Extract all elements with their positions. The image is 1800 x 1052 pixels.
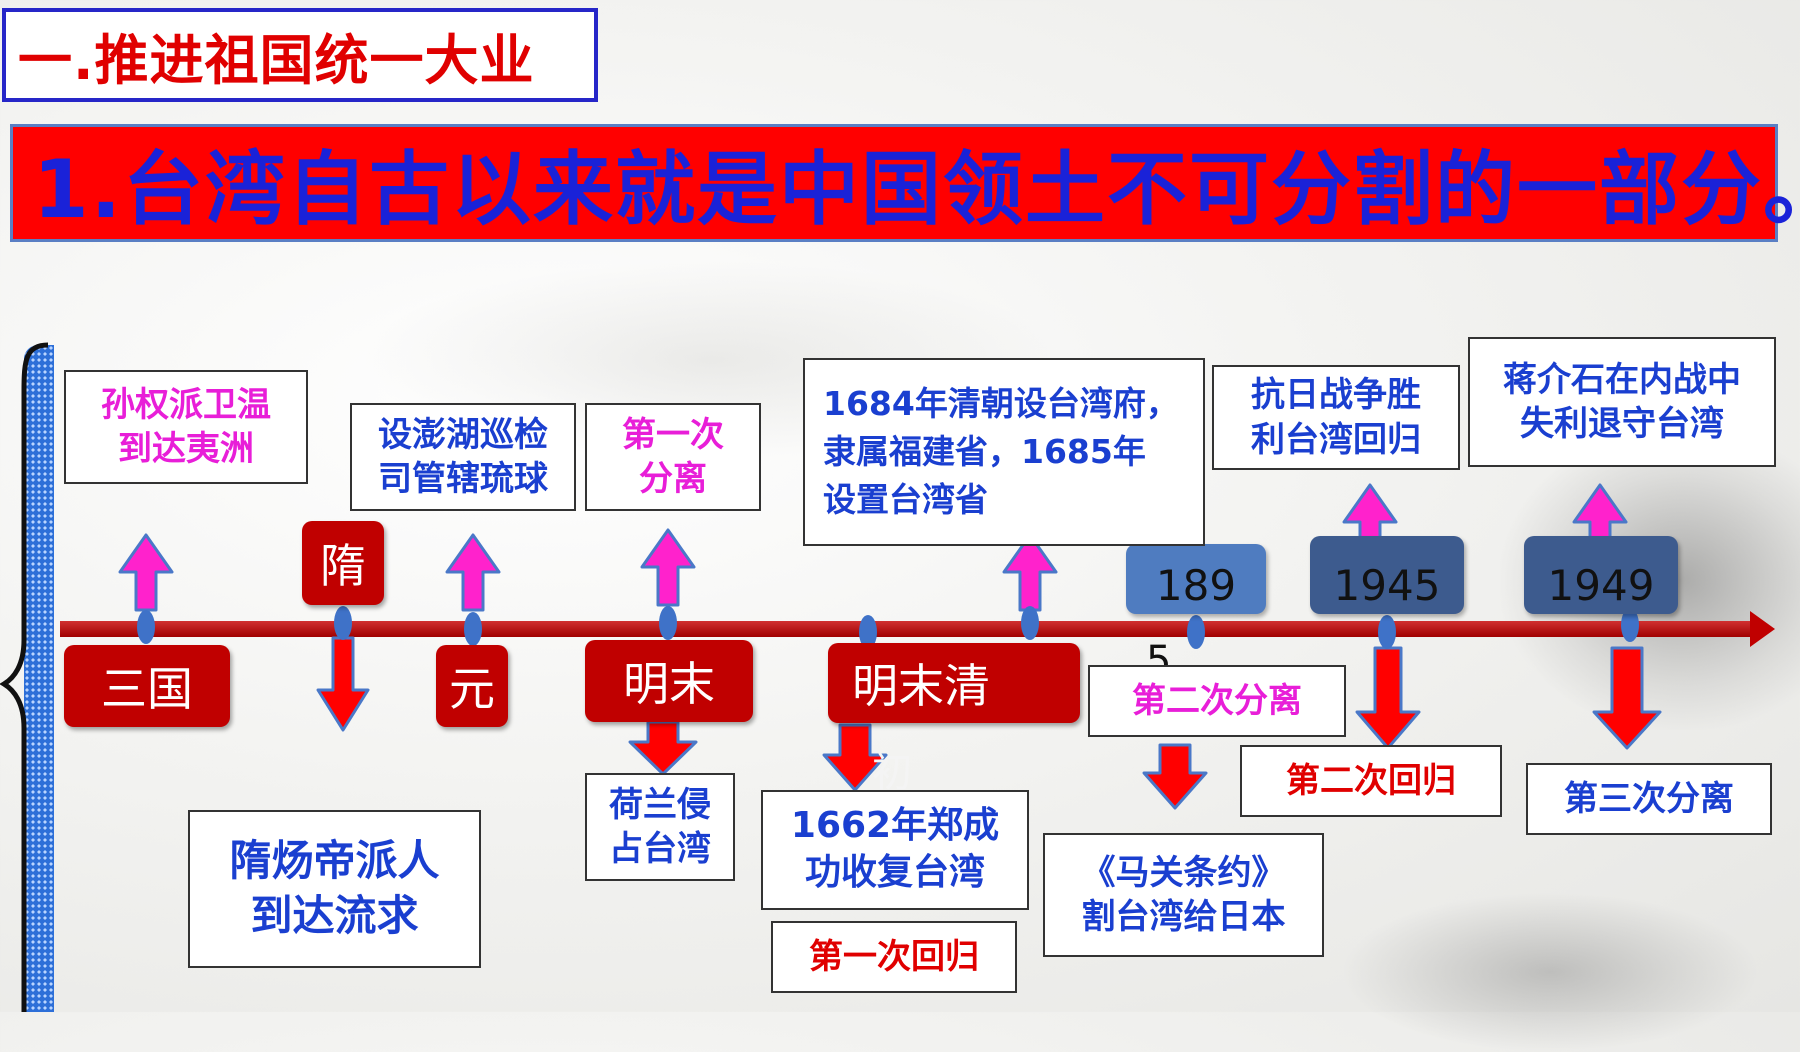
down-arrow bbox=[822, 723, 888, 792]
up-arrow bbox=[1002, 533, 1058, 612]
event-kangri: 抗日战争胜利台湾回归 bbox=[1212, 365, 1460, 470]
down-arrow bbox=[1142, 743, 1208, 810]
brace-icon bbox=[0, 342, 49, 1012]
event-second-return: 第二次回归 bbox=[1240, 745, 1502, 817]
event-helan: 荷兰侵占台湾 bbox=[585, 773, 735, 881]
event-suiyang: 隋炀帝派人到达流求 bbox=[188, 810, 481, 968]
event-third-separation: 第三次分离 bbox=[1526, 763, 1772, 835]
up-arrow bbox=[445, 533, 501, 612]
down-arrow bbox=[1355, 646, 1421, 750]
down-arrow bbox=[316, 636, 370, 732]
timeline-axis-arrowhead bbox=[1750, 611, 1775, 647]
year-1895: 189 bbox=[1126, 544, 1266, 614]
slide-banner-title: 1.台湾自古以来就是中国领土不可分割的一部分。 bbox=[10, 124, 1800, 242]
event-maguan: 《马关条约》割台湾给日本 bbox=[1043, 833, 1324, 957]
timeline-graphics bbox=[60, 483, 1775, 810]
year-1945: 1945 bbox=[1310, 536, 1464, 614]
event-jiang: 蒋介石在内战中失利退守台湾 bbox=[1468, 337, 1776, 467]
timeline-node bbox=[1021, 606, 1039, 640]
timeline-node bbox=[1621, 608, 1639, 642]
event-first-return: 第一次回归 bbox=[771, 921, 1017, 993]
timeline-node bbox=[464, 612, 482, 646]
timeline-node bbox=[1187, 615, 1205, 649]
stray-text: 初 bbox=[872, 750, 912, 796]
timeline-node bbox=[334, 606, 352, 640]
down-arrow bbox=[1592, 646, 1662, 750]
timeline-node bbox=[1378, 615, 1396, 649]
timeline-node bbox=[137, 610, 155, 644]
event-penghu: 设澎湖巡检司管辖琉球 bbox=[350, 403, 576, 511]
period-mingmo: 明末 bbox=[585, 640, 753, 722]
year-1949: 1949 bbox=[1524, 536, 1678, 614]
timeline-node bbox=[659, 606, 677, 640]
up-arrow bbox=[640, 528, 696, 607]
period-sui: 隋 bbox=[302, 521, 384, 605]
event-second-separation: 第二次分离 bbox=[1088, 665, 1346, 737]
period-sanguo: 三国 bbox=[64, 645, 230, 727]
period-mingmoqing: 明末清 bbox=[828, 643, 1080, 723]
section-title: 一.推进祖国统一大业 bbox=[2, 8, 598, 102]
down-arrow bbox=[628, 720, 698, 776]
up-arrow bbox=[118, 533, 174, 612]
timeline-axis bbox=[60, 621, 1750, 637]
event-first-separation: 第一次分离 bbox=[585, 403, 761, 511]
event-qing-1684: 1684年清朝设台湾府，隶属福建省，1685年设置台湾省 bbox=[803, 358, 1205, 546]
period-yuan: 元 bbox=[436, 645, 508, 727]
event-zheng: 1662年郑成功收复台湾 bbox=[761, 790, 1029, 910]
brace-bar bbox=[24, 345, 54, 1012]
timeline-node bbox=[859, 615, 877, 649]
event-sunquan: 孙权派卫温到达夷洲 bbox=[64, 370, 308, 484]
